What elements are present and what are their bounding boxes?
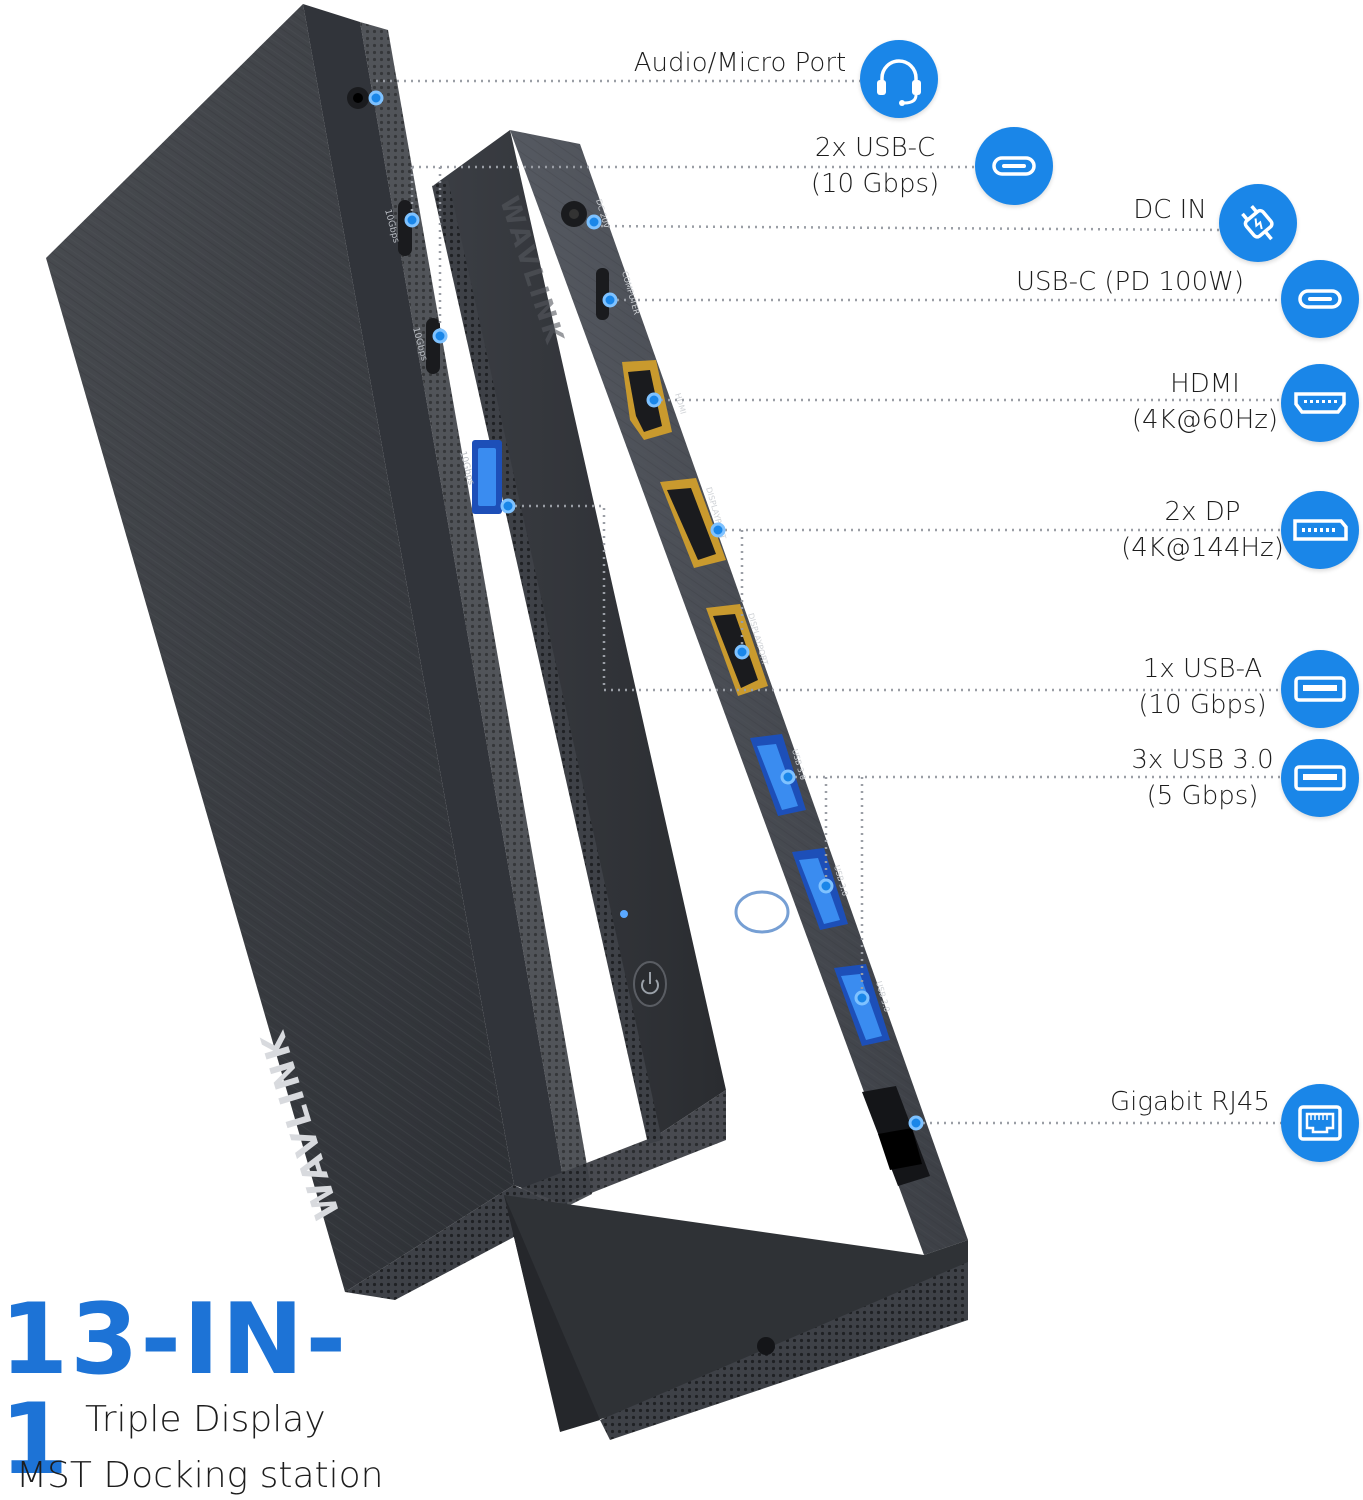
usb-3-port-1 <box>750 734 806 816</box>
label-usb30-line-2: (5 Gbps) <box>1146 781 1259 811</box>
label-usb30-line-1: 3x USB 3.0 <box>1131 745 1274 775</box>
hdmi-mark: HDMI <box>673 392 688 415</box>
label-hdmi: HDMI (4K@60Hz) <box>1120 366 1290 438</box>
status-led <box>620 910 628 918</box>
subtitle-line-2: MST Docking station <box>16 1455 384 1496</box>
usb-c-pd-port <box>596 268 609 320</box>
dot-dp-2 <box>734 644 750 660</box>
label-hdmi-line-1: HDMI <box>1170 369 1240 399</box>
leader-usbc <box>410 165 980 336</box>
label-hdmi-line-2: (4K@60Hz) <box>1131 405 1279 435</box>
dot-usb30-3 <box>854 990 870 1006</box>
ethernet-port-icon <box>1281 1084 1359 1162</box>
subtitle-line-1: Triple Display <box>85 1399 326 1440</box>
dock-base-grille <box>600 1262 968 1440</box>
touch-reflection <box>734 890 790 934</box>
label-rj45: Gigabit RJ45 <box>1090 1084 1290 1120</box>
label-dc-in-line-1: DC IN <box>1133 195 1207 225</box>
dc-in-jack <box>561 201 587 227</box>
dot-usb30-2 <box>818 878 834 894</box>
label-usb30: 3x USB 3.0 (5 Gbps) <box>1120 742 1285 814</box>
usb-c-port-2 <box>426 318 440 374</box>
rear-round-port <box>757 1337 775 1355</box>
power-plug-icon <box>1219 184 1297 262</box>
usb-c-port-1 <box>398 200 412 256</box>
usb-c-icon <box>1281 260 1359 338</box>
front-bar-bottom-grille <box>504 1090 726 1225</box>
power-button <box>633 961 667 1007</box>
label-usbc-pd: USB-C (PD 100W) <box>1005 264 1255 300</box>
dock-base-front <box>504 1195 600 1432</box>
rj45-port <box>862 1086 930 1186</box>
usb-a-icon <box>1281 650 1359 728</box>
label-usba-10g-line-2: (10 Gbps) <box>1138 690 1267 720</box>
usb-c-icon <box>975 127 1053 205</box>
label-dp-line-1: 2x DP <box>1164 497 1241 527</box>
usb-a-10g-port <box>472 440 502 514</box>
dot-usbc-2 <box>432 328 448 344</box>
label-usbc-10g-line-2: (10 Gbps) <box>810 169 940 199</box>
rear-side-vents <box>360 22 592 1206</box>
dot-rj45 <box>908 1115 924 1131</box>
dock-front-bar <box>432 130 726 1225</box>
audio-jack <box>347 87 369 109</box>
dot-usba <box>500 498 516 514</box>
dot-hdmi <box>646 392 662 408</box>
displayport-connector-1 <box>660 478 726 568</box>
dot-usb30-1 <box>780 769 796 785</box>
usb-a-icon <box>1281 739 1359 817</box>
dot-audio <box>368 90 384 106</box>
label-usba-10g: 1x USB-A (10 Gbps) <box>1120 651 1285 723</box>
front-bar-grille <box>432 180 662 1144</box>
label-dp-line-2: (4K@144Hz) <box>1121 533 1284 563</box>
dot-usbc-pd <box>602 292 618 308</box>
rear-housing-brush <box>46 4 514 1292</box>
label-usbc-10g: 2x USB-C (10 Gbps) <box>790 130 960 202</box>
leader-usb30 <box>788 775 1284 998</box>
label-usba-10g-line-1: 1x USB-A <box>1142 654 1263 684</box>
displayport-icon <box>1281 491 1359 569</box>
front-bar-face <box>434 130 726 1136</box>
dock-base <box>504 1195 968 1430</box>
label-rj45-line-1: Gigabit RJ45 <box>1110 1087 1270 1117</box>
dock-rear-housing <box>46 4 592 1300</box>
label-audio-line-1: Audio/Micro Port <box>633 48 847 78</box>
label-dp: 2x DP (4K@144Hz) <box>1110 494 1295 566</box>
label-usbc-pd-line-1: USB-C (PD 100W) <box>1016 267 1244 297</box>
label-usbc-10g-line-1: 2x USB-C <box>814 133 936 163</box>
hdmi-port-icon <box>1281 364 1359 442</box>
label-audio: Audio/Micro Port <box>620 45 860 81</box>
leader-dots <box>368 90 924 1131</box>
dot-dp-1 <box>710 522 726 538</box>
rear-housing-side <box>303 4 568 1206</box>
dot-usbc-1 <box>404 212 420 228</box>
headset-icon <box>860 40 938 118</box>
headline: 13-IN-1 <box>0 1283 349 1497</box>
label-dc-in: DC IN <box>1110 192 1230 228</box>
dot-dcin <box>586 214 602 230</box>
leader-lines <box>376 79 1284 1125</box>
